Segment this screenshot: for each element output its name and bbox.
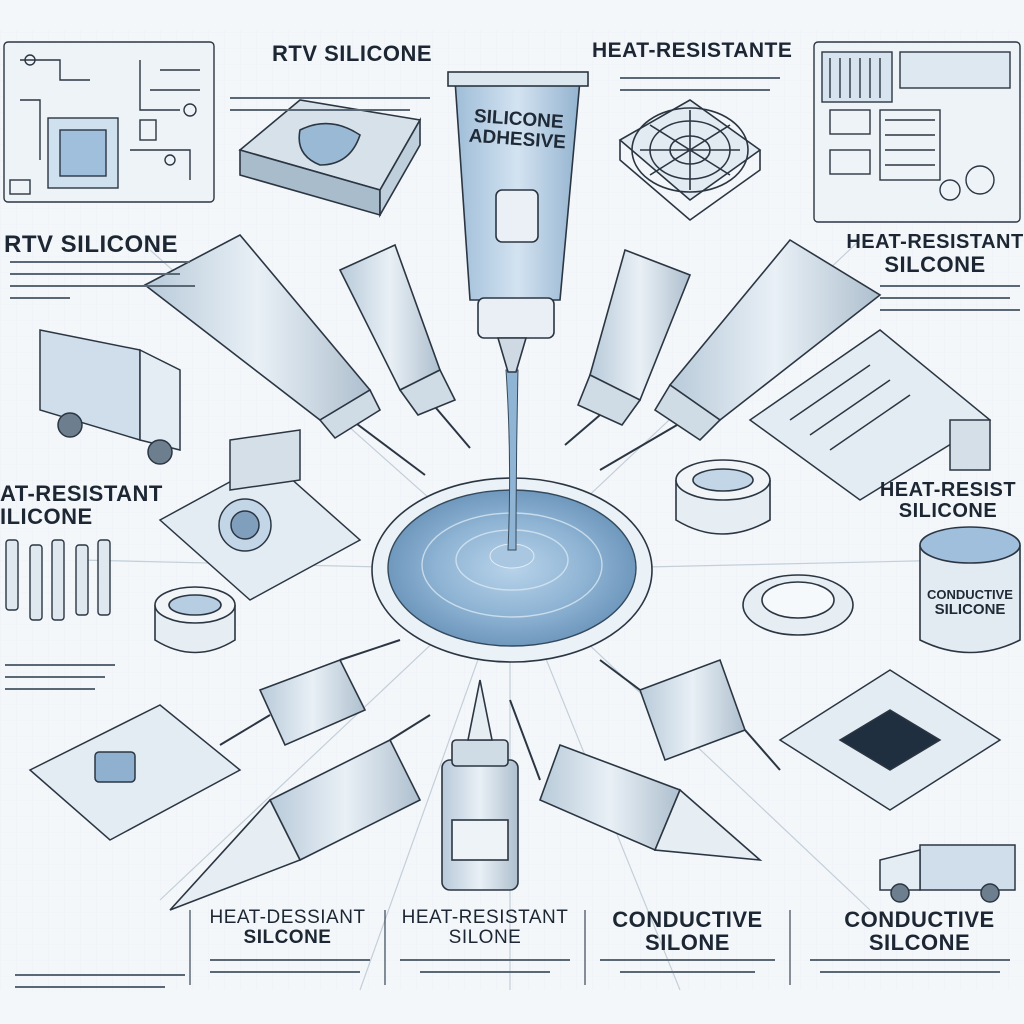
syringe-left-lower (169, 714, 431, 911)
truck-left (39, 329, 181, 465)
cooling-fan (618, 99, 762, 222)
label-right-mid-heat-resist-line2: SILICONE (898, 500, 998, 522)
label-right-heat-resistant-line2: SILCONE (884, 252, 986, 277)
truck-right (879, 844, 1016, 903)
tube-far-left (143, 233, 426, 476)
label-bottom-2-line1: HEAT-RESISTANT (401, 907, 569, 928)
label-bottom-2: HEAT-RESISTANT SILONE (385, 908, 585, 948)
syringe-left-upper (219, 639, 401, 747)
label-left-heat-resistant-line1: AT-RESISTANT (0, 481, 163, 506)
tube-right (564, 248, 692, 446)
label-left-rtv-silicone: RTV SILICONE (4, 231, 179, 258)
tube-far-right (599, 238, 882, 471)
tube-left (338, 243, 471, 449)
label-left-heat-resistant: AT-RESISTANT ILICONE (0, 482, 163, 528)
label-left-heat-resistant-line2: ILICONE (0, 504, 93, 530)
ring-left (154, 586, 236, 654)
circuit-board-right (748, 329, 992, 501)
heat-pad-block (238, 99, 422, 219)
label-bottom-1-line1: HEAT-DESSIANT (209, 907, 366, 928)
filler-text-lines (5, 77, 1020, 988)
label-bottom-1: HEAT-DESSIANT SILCONE (190, 908, 385, 948)
label-top-heat-resistante: HEAT-RESISTANTE (592, 39, 793, 62)
label-bottom-4-line1: CONDUCTIVE (844, 907, 995, 932)
label-bottom-2-line2: SILONE (448, 926, 522, 948)
label-right-heat-resistant-line1: HEAT-RESISTANT (846, 231, 1024, 253)
main-adhesive-tube (447, 71, 589, 373)
syringe-right-upper (599, 658, 781, 771)
label-bottom-3: CONDUCTIVE SILONE (585, 908, 790, 954)
silicone-pool (371, 369, 653, 663)
label-bottom-3-line2: SILONE (645, 930, 730, 956)
label-bottom-4-line2: SILCONE (868, 930, 971, 956)
label-right-heat-resistant: HEAT-RESISTANT SILCONE (820, 231, 1024, 277)
bottle-center (441, 679, 519, 891)
label-bottom-4: CONDUCTIVE SILCONE (815, 908, 1024, 954)
circuit-panel-top-left (3, 41, 215, 203)
bottom-dividers (189, 910, 791, 985)
main-tube-label: SILICONE ADHESIVE (457, 106, 579, 154)
jar-label-line2: SILICONE (934, 600, 1006, 618)
circuit-board-bottom-left (28, 704, 242, 841)
label-bottom-1-line2: SILCONE (243, 926, 332, 948)
vials-left (5, 539, 111, 621)
label-right-mid-heat-resist-line1: HEAT-RESIST (879, 479, 1017, 501)
chip-board-bottom-right (778, 669, 1002, 811)
label-right-mid-heat-resist: HEAT-RESIST SILICONE (872, 480, 1024, 522)
jar-label-line1: CONDUCTIVE (927, 587, 1013, 602)
syringe-right-lower (509, 699, 763, 862)
label-top-rtv-silicone: RTV SILICONE (272, 41, 433, 66)
label-bottom-3-line1: CONDUCTIVE (612, 907, 763, 932)
ring-right-lower (742, 574, 854, 636)
ring-right-upper (675, 459, 771, 535)
conductive-jar (919, 526, 1021, 654)
jar-label: CONDUCTIVE SILICONE (924, 588, 1016, 617)
circuit-board-left (158, 429, 362, 601)
circuit-panel-top-right (813, 41, 1021, 223)
